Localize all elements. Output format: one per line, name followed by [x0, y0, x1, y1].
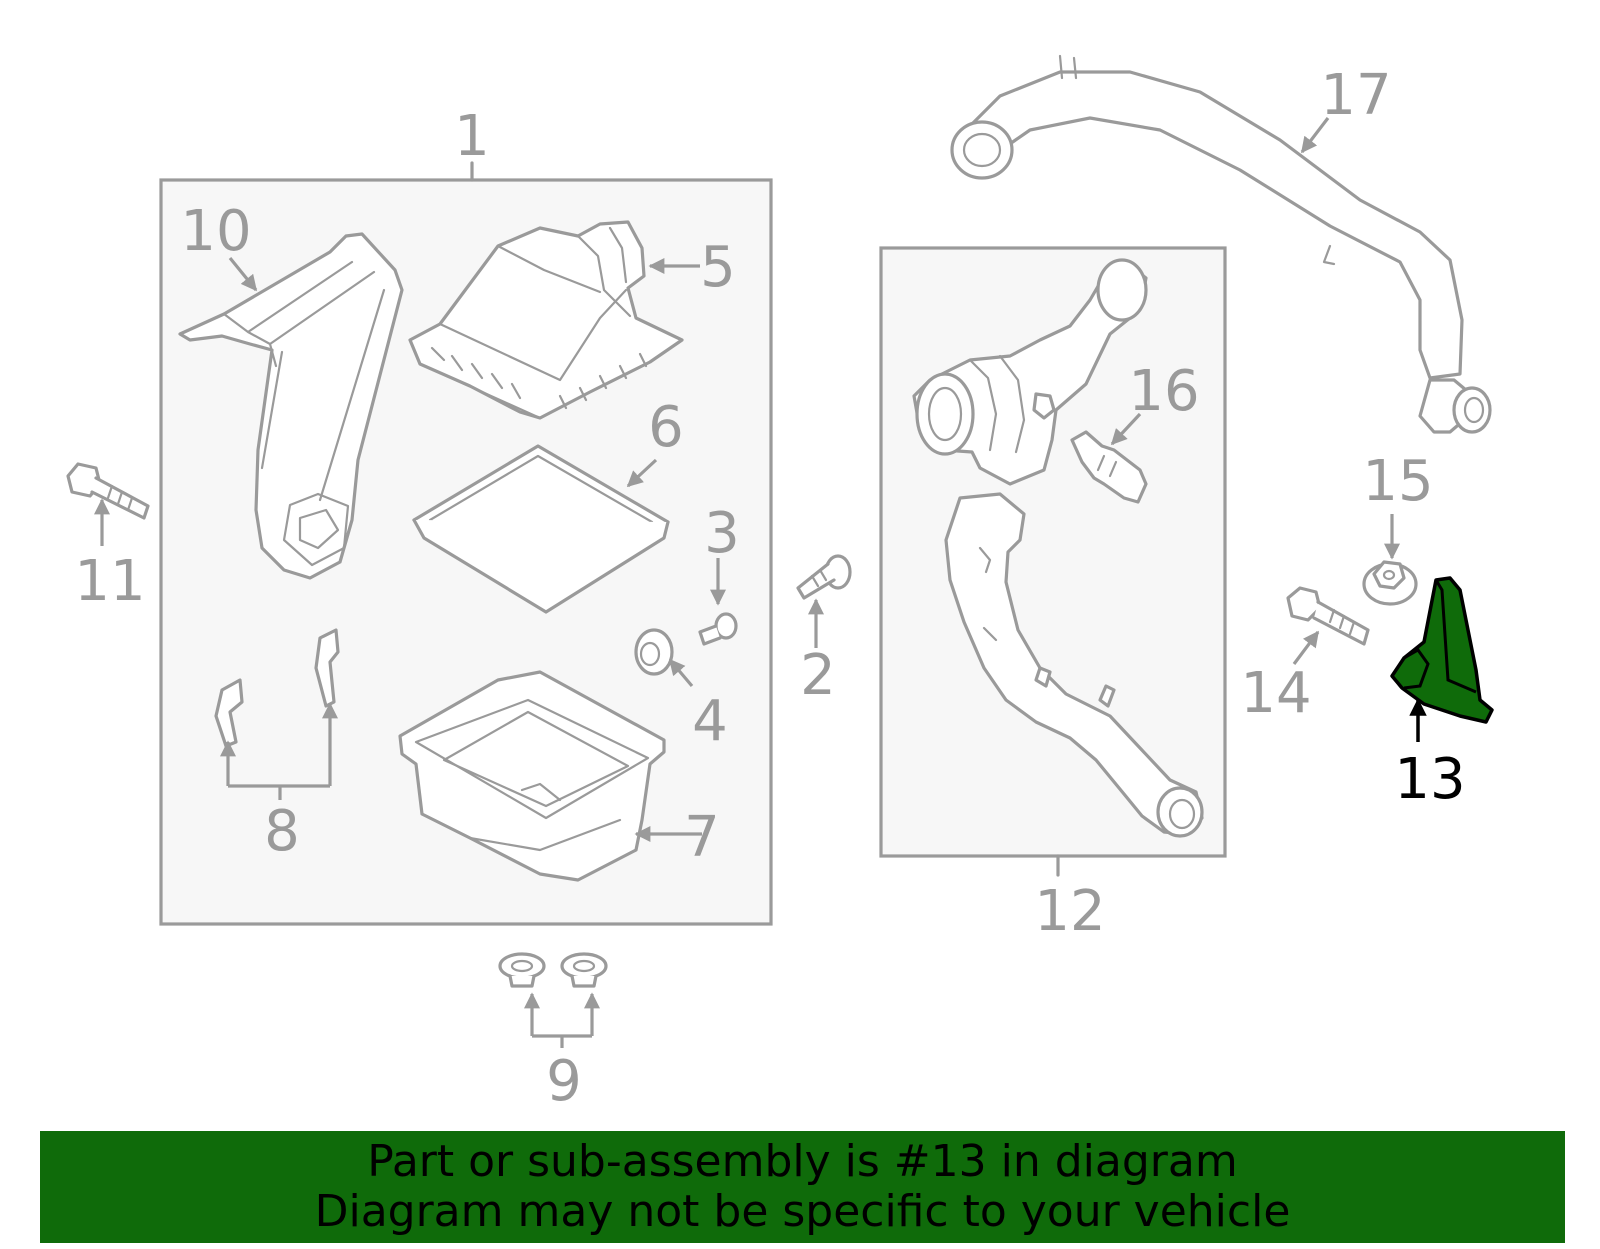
part-2-bolt — [796, 554, 852, 600]
part-14-bolt — [1286, 586, 1370, 646]
part-13-bracket-highlighted — [1390, 576, 1494, 724]
part-15-nut — [1362, 560, 1418, 606]
part-10-intake-duct — [178, 232, 404, 580]
label-10: 10 — [180, 199, 251, 264]
label-11: 11 — [74, 549, 145, 614]
label-15: 15 — [1362, 449, 1433, 514]
part-5-air-cleaner-cover — [408, 220, 684, 420]
part-6-air-filter — [412, 444, 670, 614]
label-16: 16 — [1128, 359, 1199, 424]
banner-line-1: Part or sub-assembly is #13 in diagram — [367, 1136, 1238, 1187]
part-12-tube-assembly — [912, 258, 1204, 838]
label-8: 8 — [264, 799, 300, 864]
label-13: 13 — [1394, 747, 1465, 812]
banner-line-2: Diagram may not be specific to your vehi… — [314, 1186, 1291, 1237]
part-3-clip — [698, 612, 738, 646]
label-9: 9 — [546, 1049, 582, 1114]
label-2: 2 — [800, 643, 836, 708]
label-14: 14 — [1240, 661, 1311, 726]
part-8-clips — [214, 628, 340, 748]
label-4: 4 — [692, 689, 728, 754]
part-7-lower-housing — [398, 670, 666, 882]
label-6: 6 — [648, 395, 684, 460]
label-7: 7 — [684, 805, 720, 870]
part-17-air-tube — [950, 54, 1492, 434]
leader-lines — [94, 117, 1427, 1048]
label-17: 17 — [1320, 63, 1391, 128]
part-9-nuts — [498, 952, 608, 988]
callout-labels: 1 2 3 4 5 6 7 8 9 10 11 12 13 14 15 16 1… — [74, 63, 1465, 1114]
label-12: 12 — [1034, 879, 1105, 944]
label-1: 1 — [454, 104, 490, 169]
part-11-bolt — [66, 462, 150, 520]
label-5: 5 — [700, 235, 736, 300]
part-4-grommet — [634, 628, 674, 676]
part-16-sensor — [1070, 430, 1148, 504]
info-banner: Part or sub-assembly is #13 in diagram D… — [40, 1131, 1565, 1243]
label-3: 3 — [704, 501, 740, 566]
